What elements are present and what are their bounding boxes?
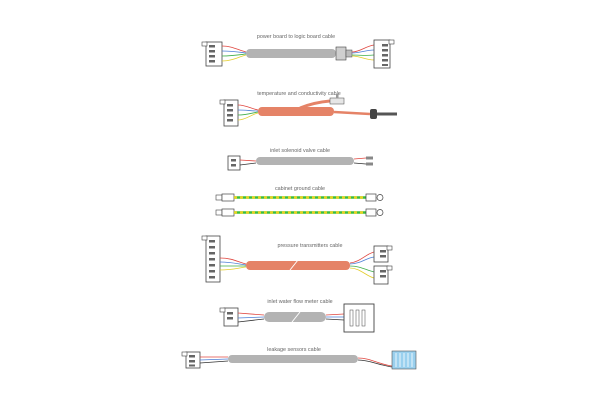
cable-sheath	[246, 261, 350, 270]
cable-power: power board to logic board cable	[201, 34, 395, 69]
terminal-icon	[365, 193, 384, 202]
cable-sheath	[246, 49, 336, 58]
cable-sheath	[256, 157, 354, 165]
cable-sheath	[264, 312, 326, 322]
connector-icon	[373, 245, 393, 263]
connector-icon	[181, 351, 201, 369]
cable-label: temperature and conductivity cable	[257, 91, 341, 97]
sensor-pad-icon	[391, 350, 417, 370]
cable-leakage: leakage sensors cable	[181, 347, 417, 370]
cable-pressure: pressure transmitters cable	[201, 235, 393, 285]
connector-icon	[373, 265, 393, 285]
terminal-icon	[215, 193, 235, 202]
terminal-icon	[215, 208, 235, 217]
connector-icon	[343, 303, 375, 333]
terminal-icon	[366, 156, 373, 166]
cable-ground: cabinet ground cable	[215, 186, 384, 217]
connector-icon	[373, 39, 395, 69]
connector-icon	[201, 41, 223, 67]
cable-sheath	[258, 107, 334, 116]
cable-label: inlet solenoid valve cable	[270, 148, 330, 154]
cable-temperature: temperature and conductivity cable	[219, 91, 397, 127]
cable-label: power board to logic board cable	[257, 34, 335, 40]
cable-label: inlet water flow meter cable	[267, 299, 332, 305]
probe-icon	[370, 109, 397, 119]
cable-flow-meter: inlet water flow meter cable	[219, 299, 375, 333]
junction-icon	[335, 46, 347, 61]
terminal-icon	[365, 208, 384, 217]
connector-icon	[201, 235, 221, 283]
connector-icon	[227, 155, 241, 171]
cable-label: leakage sensors cable	[267, 347, 321, 353]
cable-sheath	[228, 355, 358, 363]
connector-icon	[219, 307, 239, 327]
cable-label: pressure transmitters cable	[277, 243, 342, 249]
connector-icon	[219, 99, 239, 127]
cable-inlet-valve: inlet solenoid valve cable	[227, 148, 373, 171]
cable-label: cabinet ground cable	[275, 186, 325, 192]
